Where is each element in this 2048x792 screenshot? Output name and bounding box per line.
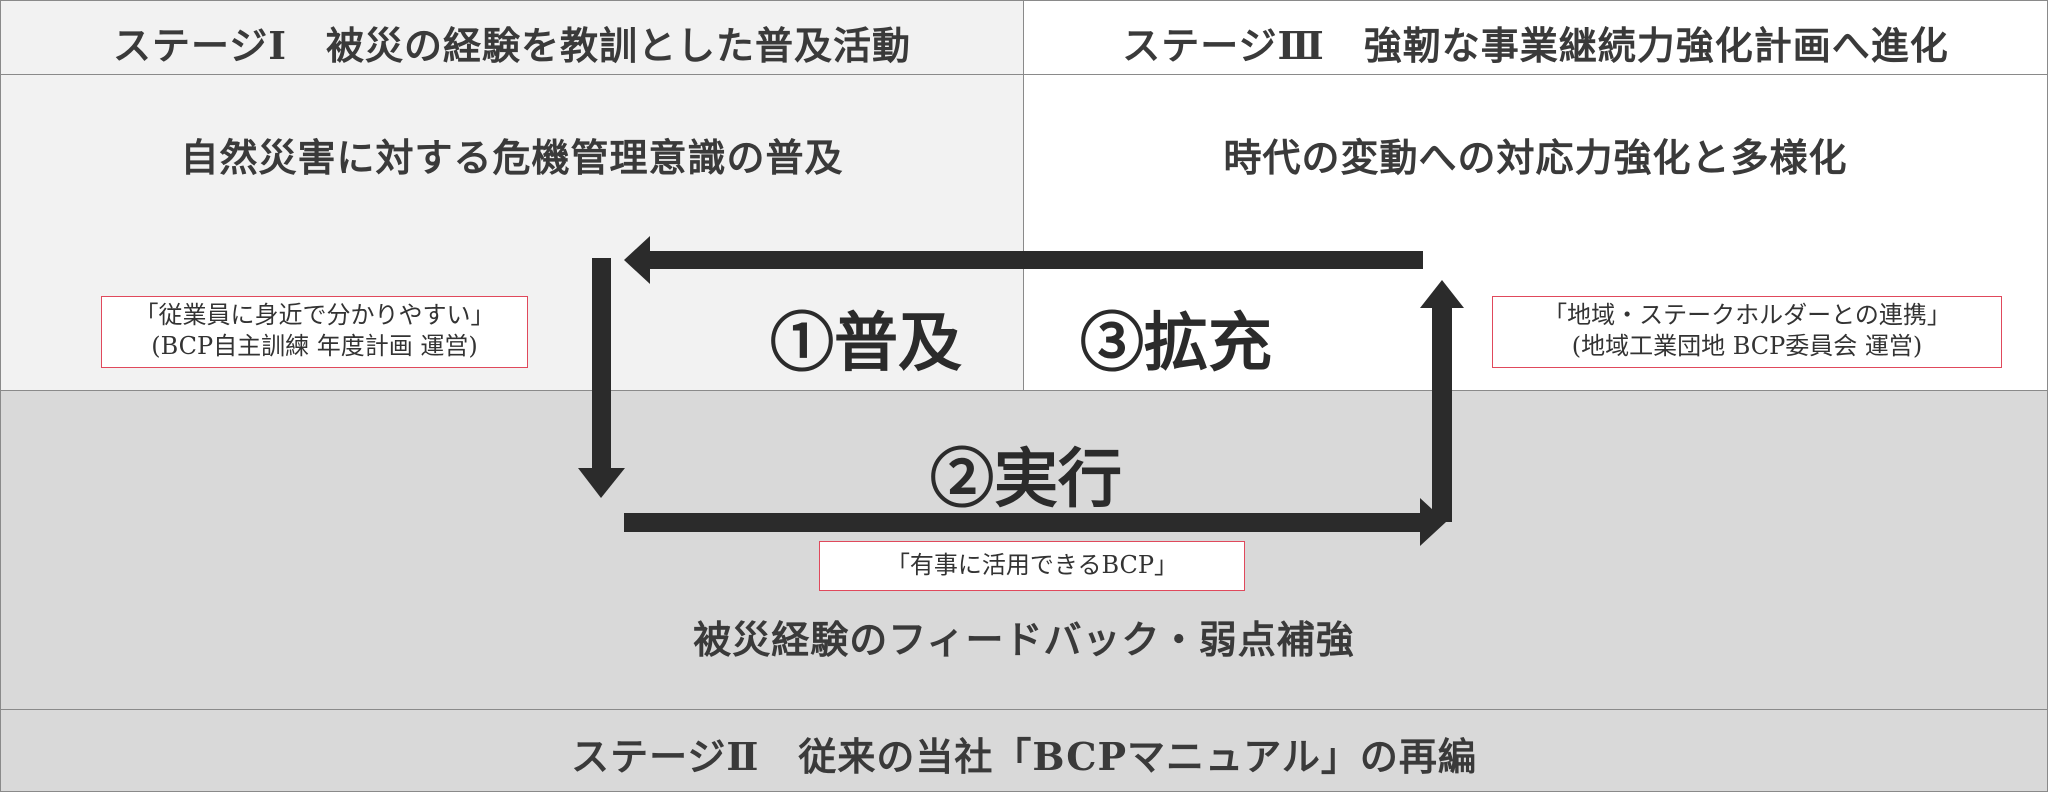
stage3-header: ステージⅢ 強靭な事業継続力強化計画へ進化: [1122, 23, 1949, 68]
stage1-note-line1: 「従業員に身近で分かりやすい」: [134, 301, 495, 329]
stage2-header-panel: ステージⅡ 従来の当社「BCPマニュアル」の再編: [0, 709, 2048, 792]
stage3-note: 「地域・ステークホルダーとの連携」 (地域工業団地 BCP委員会 運営): [1492, 296, 2002, 368]
stage3-note-line2: (地域工業団地 BCP委員会 運営): [1571, 332, 1923, 360]
stage1-subtitle: 自然災害に対する危機管理意識の普及: [180, 135, 844, 180]
stage2-note: 「有事に活用できるBCP」: [819, 541, 1245, 591]
bottom-arrow-shaft: [624, 513, 1422, 532]
right-arrow-head: [1420, 280, 1464, 308]
step3-label: ③拡充: [1080, 306, 1272, 381]
stage1-note: 「従業員に身近で分かりやすい」 (BCP自主訓練 年度計画 運営): [101, 296, 528, 368]
step1-label: ①普及: [770, 306, 962, 381]
stage3-header-panel: ステージⅢ 強靭な事業継続力強化計画へ進化: [1023, 0, 2048, 75]
left-arrow-shaft: [592, 258, 611, 470]
stage1-note-line2: (BCP自主訓練 年度計画 運営): [151, 332, 478, 360]
right-arrow-shaft: [1432, 306, 1452, 522]
stage1-header: ステージⅠ 被災の経験を教訓とした普及活動: [112, 23, 912, 68]
left-arrow-head: [578, 468, 625, 498]
stage1-header-panel: ステージⅠ 被災の経験を教訓とした普及活動: [0, 0, 1024, 75]
stage2-subtitle: 被災経験のフィードバック・弱点補強: [693, 617, 1355, 662]
top-arrow-head: [624, 236, 650, 284]
top-arrow-shaft: [648, 251, 1423, 269]
stage2-note-text: 「有事に活用できるBCP」: [885, 551, 1179, 579]
stage3-note-line1: 「地域・ステークホルダーとの連携」: [1543, 301, 1951, 329]
step2-label: ②実行: [930, 442, 1122, 517]
arrow-shapes: [578, 236, 1464, 546]
stage3-subtitle: 時代の変動への対応力強化と多様化: [1223, 135, 1848, 180]
stage2-header: ステージⅡ 従来の当社「BCPマニュアル」の再編: [571, 734, 1477, 779]
